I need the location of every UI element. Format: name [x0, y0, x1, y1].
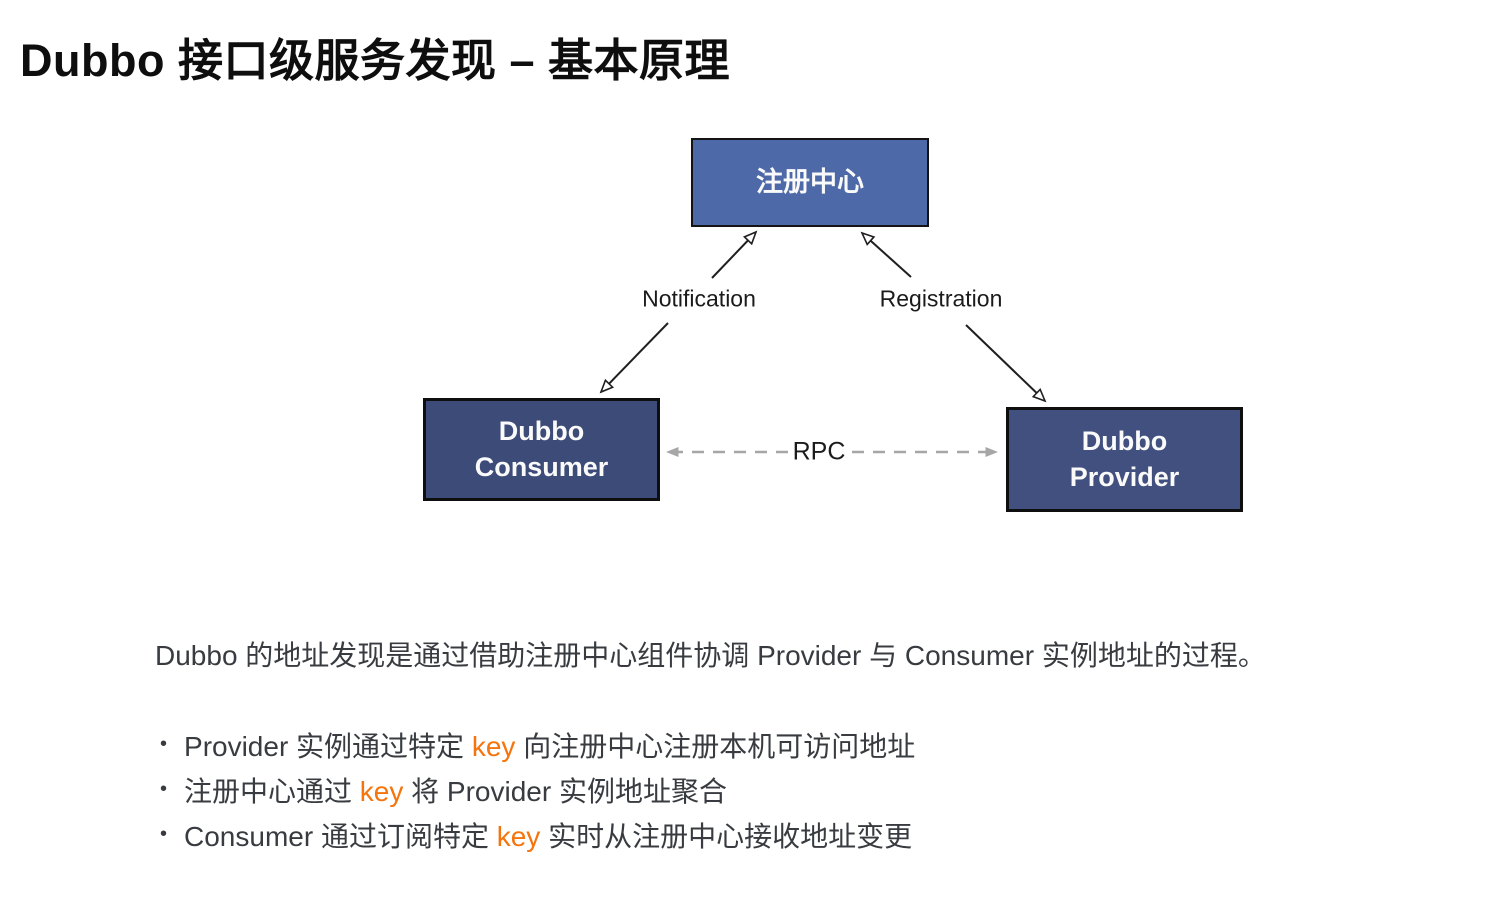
bullet-text: Provider 实例通过特定 key 向注册中心注册本机可访问地址	[184, 725, 915, 765]
bullet-text-post: 将 Provider 实例地址聚合	[403, 775, 727, 807]
key-highlight: key	[471, 730, 516, 762]
provider-label-line2: Provider	[1069, 461, 1180, 492]
bullet-dot: •	[160, 823, 168, 845]
registration-arrow-to-registry	[860, 231, 912, 278]
bullet-dot: •	[160, 778, 168, 800]
bullet-text-pre: Consumer 通过订阅特定	[184, 820, 497, 852]
bullet-text-post: 向注册中心注册本机可访问地址	[515, 730, 916, 762]
notification-arrow-to-consumer	[599, 322, 669, 394]
bullet-text-pre: 注册中心通过	[184, 775, 360, 807]
slide-title: Dubbo 接口级服务发现 – 基本原理	[20, 35, 730, 86]
bullet-text: 注册中心通过 key 将 Provider 实例地址聚合	[184, 770, 727, 810]
notification-arrow-to-registry	[711, 230, 758, 279]
key-highlight: key	[359, 775, 404, 807]
consumer-label-line2: Consumer	[474, 451, 609, 482]
rpc-edge-label: RPC	[788, 437, 850, 467]
bullet-text: Consumer 通过订阅特定 key 实时从注册中心接收地址变更	[184, 815, 912, 855]
diagram-connectors	[599, 230, 1047, 457]
bullet-text-pre: Provider 实例通过特定	[184, 730, 472, 762]
registration-arrow-to-provider	[965, 324, 1047, 403]
notification-edge-label: Notification	[638, 285, 760, 313]
bullet-item-consumer-subscribe: • Consumer 通过订阅特定 key 实时从注册中心接收地址变更	[152, 812, 915, 857]
description-text: Dubbo 的地址发现是通过借助注册中心组件协调 Provider 与 Cons…	[155, 640, 1266, 671]
consumer-node: Dubbo Consumer	[423, 398, 660, 501]
registration-edge-label: Registration	[875, 285, 1007, 313]
bullet-text-post: 实时从注册中心接收地址变更	[540, 820, 913, 852]
provider-node: Dubbo Provider	[1006, 407, 1243, 512]
provider-label-line1: Dubbo	[1081, 425, 1168, 456]
bullet-dot: •	[160, 733, 168, 755]
key-highlight: key	[496, 820, 541, 852]
bullet-item-provider-register: • Provider 实例通过特定 key 向注册中心注册本机可访问地址	[152, 722, 915, 767]
consumer-label-line1: Dubbo	[498, 415, 585, 446]
registry-node: 注册中心	[691, 138, 929, 227]
registry-label: 注册中心	[756, 166, 864, 197]
bullet-list: • Provider 实例通过特定 key 向注册中心注册本机可访问地址 • 注册中…	[152, 722, 915, 857]
bullet-item-registry-aggregate: • 注册中心通过 key 将 Provider 实例地址聚合	[152, 767, 915, 812]
